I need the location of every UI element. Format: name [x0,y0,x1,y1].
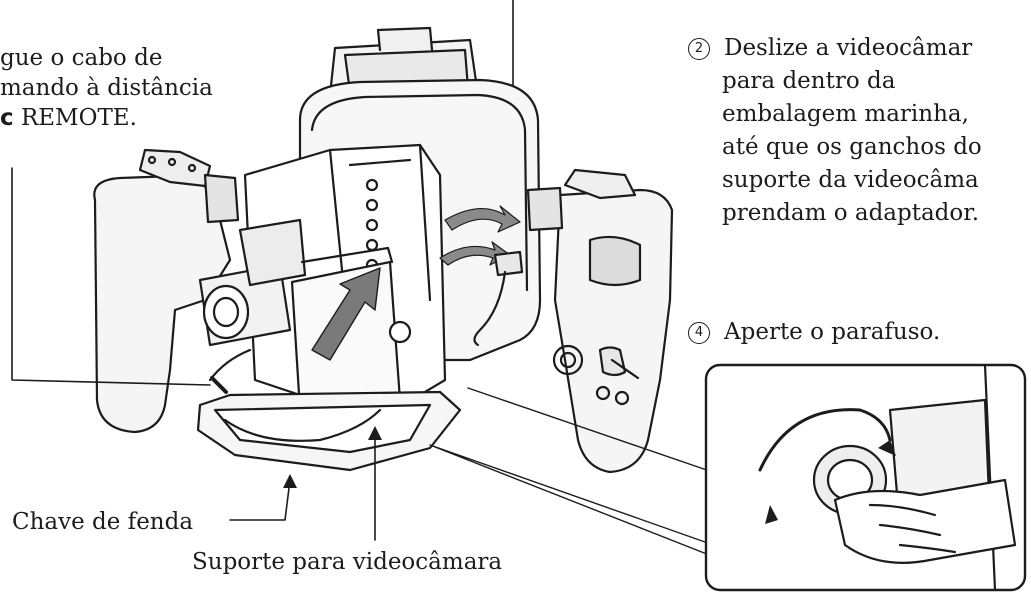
latch-hook [473,250,524,347]
step4-number-badge: 4 [688,322,710,344]
right-handle [526,168,674,474]
camera-holder-tray [196,348,462,472]
camera-holder-callout: Suporte para videocâmara [192,549,503,575]
camcorder [198,143,447,412]
step2-number-badge: 2 [688,38,710,60]
inset-screw-detail [758,363,1017,592]
connect-cable-line-3: c REMOTE. [0,104,137,133]
remote-cable-leader [11,167,211,386]
zoom-lines [429,387,731,561]
step2-line-6: prendam o adaptador. [722,200,980,226]
slide-arrow [311,267,381,361]
screwdriver-leader [229,479,291,521]
connect-cable-line-1: gue o cabo de [0,45,163,71]
step2-line-2: para dentro da [722,68,896,94]
remote-jack-icon: c [0,105,14,131]
screwdriver-callout: Chave de fenda [12,509,194,535]
left-handle [93,148,240,434]
step2-line-5: suporte da videocâma [722,167,979,193]
remote-jack-label: REMOTE. [20,105,137,131]
step2-line-3: embalagem marinha, [722,101,969,127]
step2-line-4: até que os ganchos do [722,134,982,160]
connect-cable-line-2: mando à distância [0,75,213,101]
